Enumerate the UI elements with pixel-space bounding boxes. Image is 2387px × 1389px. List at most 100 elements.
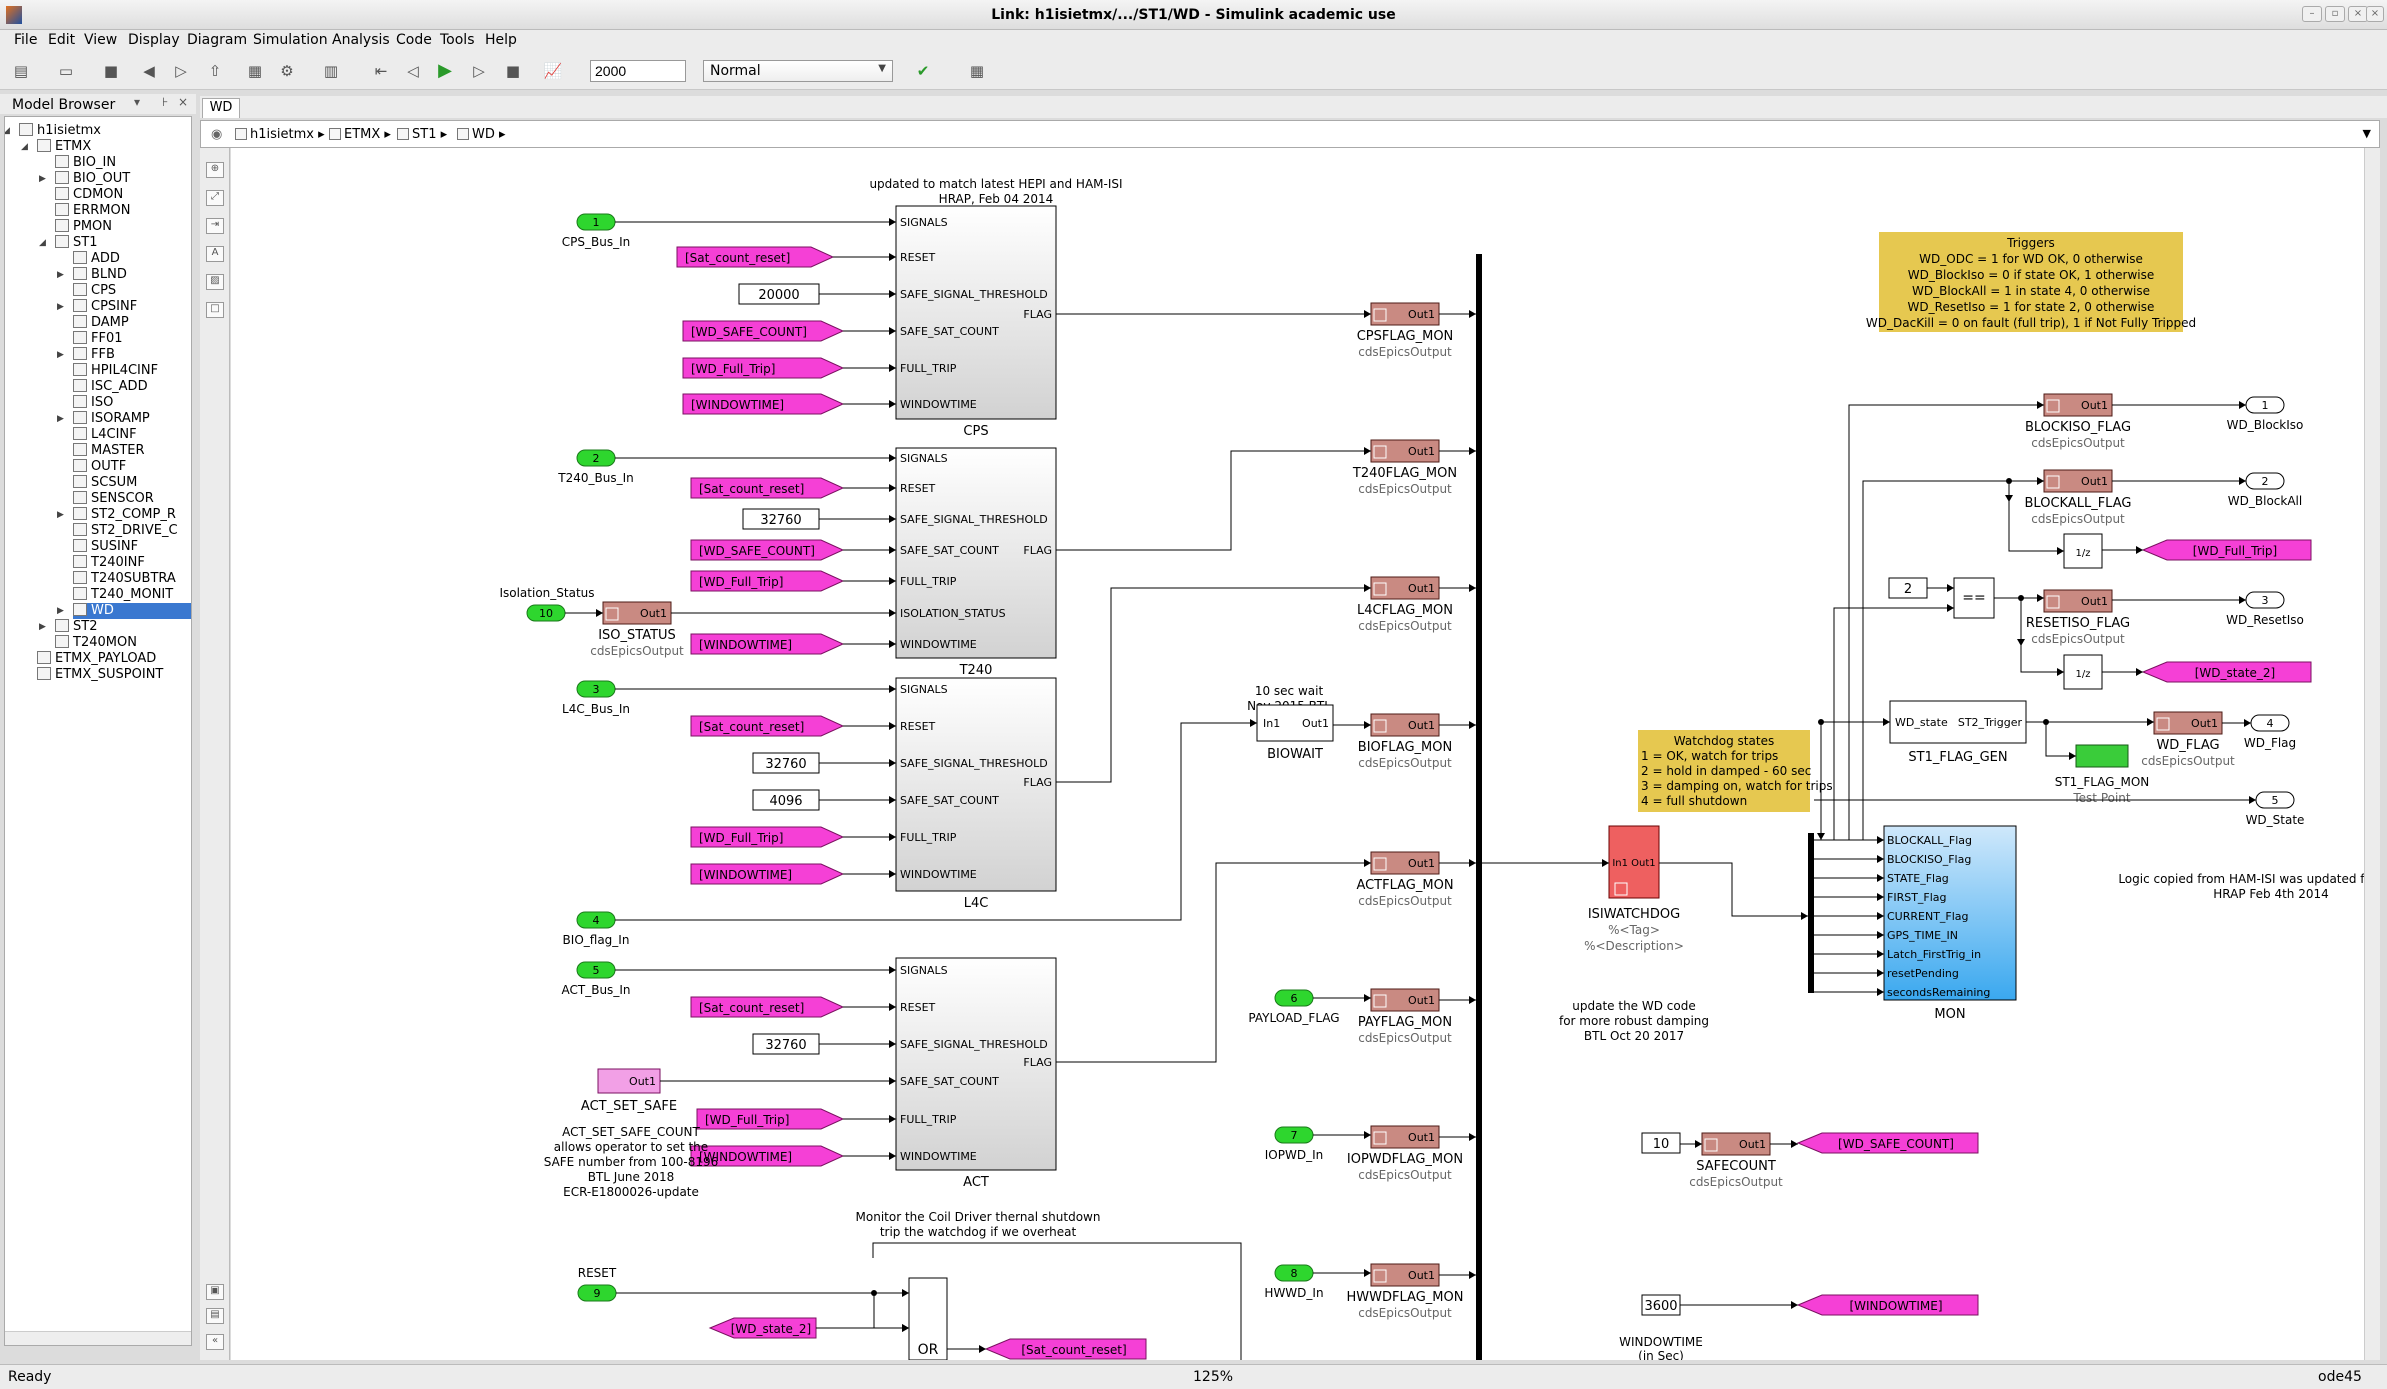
open-folder-icon[interactable]: ▭ [58, 62, 74, 80]
test-point-block[interactable] [2075, 744, 2129, 768]
arrow-icon[interactable]: ⇥ [206, 218, 224, 234]
image-icon[interactable]: ▨ [206, 274, 224, 290]
outport-4[interactable] [2250, 714, 2290, 732]
menu-tools[interactable]: Tools [440, 32, 475, 48]
tree-item-blnd[interactable]: ▶BLND [57, 267, 191, 283]
act-set-safe-block[interactable] [597, 1068, 661, 1094]
library-browser-icon[interactable]: ▦ [247, 62, 263, 80]
collapse-arrow-icon[interactable]: ▶ [57, 414, 64, 424]
menu-code[interactable]: Code [396, 32, 432, 48]
menu-display[interactable]: Display [128, 32, 180, 48]
menu-view[interactable]: View [84, 32, 118, 48]
from-tag-block[interactable] [682, 320, 845, 342]
close-icon[interactable]: × [178, 95, 189, 109]
goto-tag-block[interactable] [2141, 661, 2312, 683]
from-tag-block[interactable] [690, 633, 845, 655]
menu-help[interactable]: Help [485, 32, 517, 48]
from-tag-block[interactable] [690, 1145, 845, 1167]
hide-show-icon[interactable]: ◉ [211, 127, 223, 142]
expand-arrow-icon[interactable]: ◢ [5, 123, 13, 139]
solver-name[interactable]: ode45 [2318, 1369, 2362, 1385]
tree-item-etmx[interactable]: ◢ETMX [21, 139, 191, 155]
tree-item-l4cinf[interactable]: L4CINF [73, 427, 191, 443]
pin-icon[interactable]: ⊦ [162, 95, 169, 109]
tree-item-isoramp[interactable]: ▶ISORAMP [57, 411, 191, 427]
back-icon[interactable]: ◀ [143, 62, 155, 80]
tree-item-bio-in[interactable]: BIO_IN [55, 155, 191, 171]
or-block[interactable] [908, 1277, 948, 1360]
area-icon[interactable]: □ [206, 302, 224, 318]
tree-item-st2-comp-r[interactable]: ▶ST2_COMP_R [57, 507, 191, 523]
close-button[interactable]: × [2366, 6, 2384, 22]
goto-tag-block[interactable] [1796, 1294, 1979, 1316]
tree-item-isc-add[interactable]: ISC_ADD [73, 379, 191, 395]
save-icon[interactable]: ■ [103, 62, 119, 80]
zoom-icon[interactable]: ⊕ [206, 162, 224, 178]
forward-icon[interactable]: ▷ [175, 62, 187, 80]
subsystem-st1-flag-gen[interactable] [1889, 700, 2027, 744]
collapse-arrow-icon[interactable]: ▶ [57, 350, 64, 360]
from-tag-block[interactable] [690, 863, 845, 885]
from-tag-block[interactable] [682, 357, 845, 379]
collapse-arrow-icon[interactable]: ▶ [39, 622, 46, 632]
breadcrumb-item-etmx[interactable]: ETMX ▸ [329, 127, 391, 142]
subsystem-cps[interactable] [895, 205, 1057, 420]
model-explorer-icon[interactable]: ▥ [323, 62, 339, 80]
from-tag-block[interactable] [676, 246, 835, 268]
tree-item-susinf[interactable]: SUSINF [73, 539, 191, 555]
tree-item-st1[interactable]: ◢ST1 [39, 235, 191, 251]
epics-block-resetiso-flag[interactable] [2043, 589, 2113, 613]
subsystem-l4c[interactable] [895, 677, 1057, 892]
tree-item-t240subtra[interactable]: T240SUBTRA [73, 571, 191, 587]
outport-2[interactable] [2245, 472, 2285, 490]
diagram-canvas[interactable]: updated to match latest HEPI and HAM-ISI… [231, 148, 2364, 1360]
step-back-icon[interactable]: ⇤ [374, 62, 388, 80]
tree-item-cps[interactable]: CPS [73, 283, 191, 299]
tree-item-senscor[interactable]: SENSCOR [73, 491, 191, 507]
from-tag-block[interactable] [690, 826, 845, 848]
tree-item-scsum[interactable]: SCSUM [73, 475, 191, 491]
tree-item-iso[interactable]: ISO [73, 395, 191, 411]
isiwatchdog-block[interactable] [1608, 825, 1660, 899]
menu-simulation[interactable]: Simulation [253, 32, 328, 48]
collapse-arrow-icon[interactable]: ▶ [57, 302, 64, 312]
tree-item-wd[interactable]: ▶WD [57, 603, 191, 619]
biowait-block[interactable] [1256, 704, 1334, 742]
subsystem-t240[interactable] [895, 447, 1057, 659]
menu-analysis[interactable]: Analysis [332, 32, 390, 48]
bus-creator-block[interactable] [1476, 254, 1482, 1360]
expand-arrow-icon[interactable]: ◢ [39, 238, 46, 248]
tree-item-master[interactable]: MASTER [73, 443, 191, 459]
chevron-down-icon[interactable]: ▼ [2362, 127, 2371, 140]
tree-item-outf[interactable]: OUTF [73, 459, 191, 475]
from-tag-block[interactable] [690, 996, 845, 1018]
menu-icon[interactable]: ▾ [134, 95, 141, 109]
step-backward-icon[interactable]: ◁ [407, 62, 419, 80]
up-icon[interactable]: ⇧ [208, 62, 222, 80]
camera-icon[interactable]: ▣ [206, 1284, 224, 1300]
outport-1[interactable] [2245, 396, 2285, 414]
scope-icon[interactable]: 📈 [543, 62, 563, 80]
diagram-vertical-scrollbar[interactable] [2364, 148, 2380, 1360]
collapse-icon[interactable]: « [206, 1334, 224, 1350]
outport-3[interactable] [2245, 591, 2285, 609]
compare-block[interactable] [1953, 577, 1995, 619]
tree-item-cpsinf[interactable]: ▶CPSINF [57, 299, 191, 315]
tree-item-etmx-payload[interactable]: ETMX_PAYLOAD [37, 651, 191, 667]
from-tag-block[interactable] [696, 1108, 845, 1130]
tree-item-bio-out[interactable]: ▶BIO_OUT [39, 171, 191, 187]
minimize-button[interactable]: – [2302, 6, 2322, 22]
tree-item-cdmon[interactable]: CDMON [55, 187, 191, 203]
collapse-arrow-icon[interactable]: ▶ [39, 174, 46, 184]
from-tag-block[interactable] [690, 477, 845, 499]
from-tag-block[interactable] [682, 393, 845, 415]
breadcrumb-item-wd[interactable]: WD ▸ [457, 127, 506, 142]
tree-item-add[interactable]: ADD [73, 251, 191, 267]
simulation-mode-select[interactable]: Normal▼ [703, 60, 893, 82]
collapse-arrow-icon[interactable]: ▶ [57, 606, 64, 616]
step-forward-icon[interactable]: ▷ [473, 62, 485, 80]
breadcrumb-item-h1isietmx[interactable]: h1isietmx ▸ [235, 127, 325, 142]
expand-arrow-icon[interactable]: ◢ [21, 142, 28, 152]
unit-delay-block[interactable] [2063, 533, 2103, 569]
tree-item-ff01[interactable]: FF01 [73, 331, 191, 347]
